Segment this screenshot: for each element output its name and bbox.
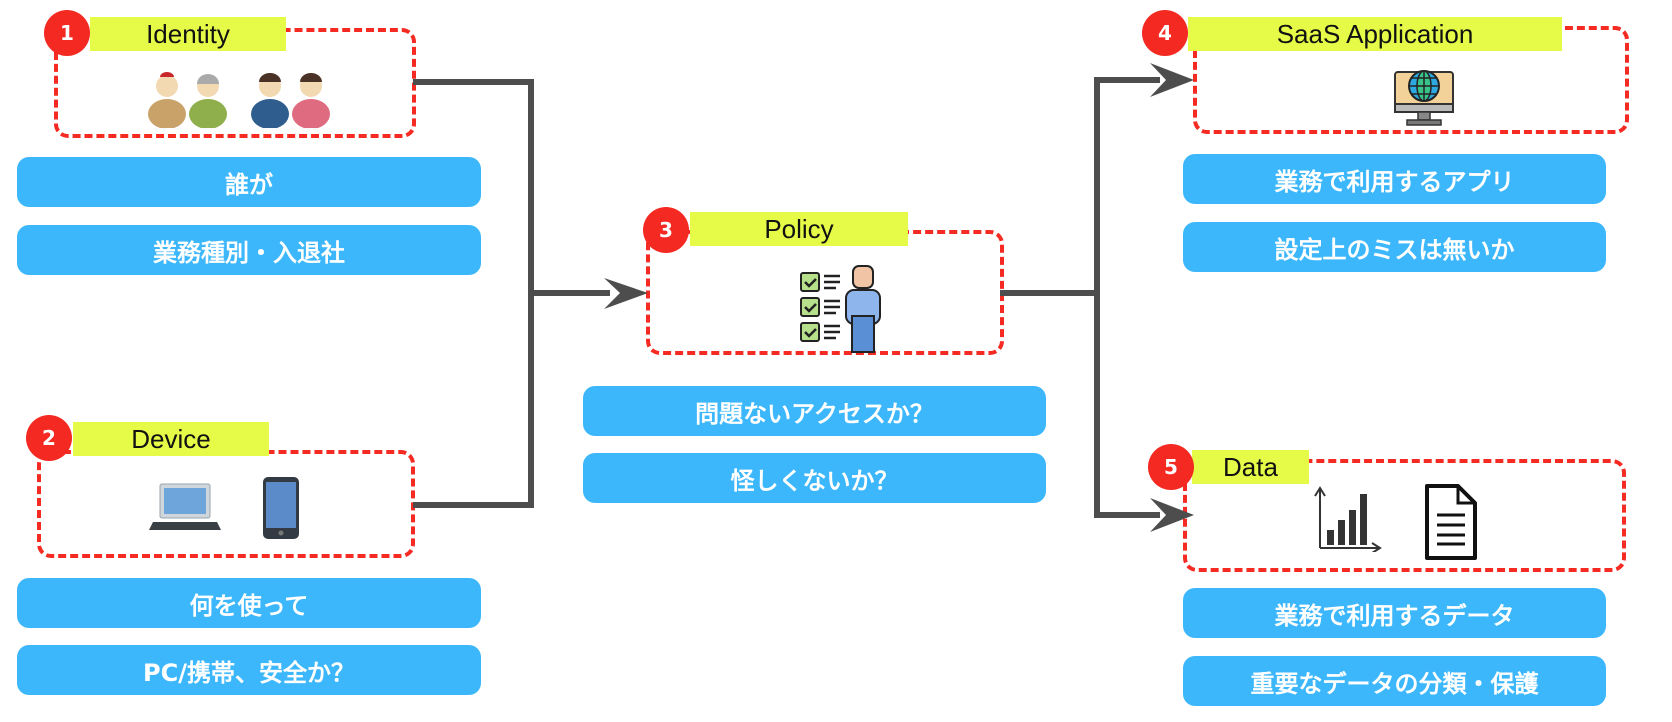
data-note-2: 重要なデータの分類・保護 xyxy=(1183,656,1606,706)
document-icon xyxy=(1425,484,1477,560)
identity-title: Identity xyxy=(90,17,286,51)
identity-number-badge: 1 xyxy=(44,10,90,56)
policy-note-2: 怪しくないか？ xyxy=(583,453,1046,503)
saas-note-2: 設定上のミスは無いか xyxy=(1183,222,1606,272)
saas-note-1: 業務で利用するアプリ xyxy=(1183,154,1606,204)
person-man-icon xyxy=(251,73,289,128)
arrow-head-data xyxy=(1150,498,1194,532)
people-icon xyxy=(148,72,330,128)
edge-policy-saas xyxy=(1094,77,1160,293)
person-elderly-woman-icon xyxy=(189,74,227,128)
laptop-icon xyxy=(149,483,221,530)
arrow-head-saas xyxy=(1150,63,1194,97)
data-title: Data xyxy=(1192,450,1309,484)
edge-policy-data xyxy=(1094,293,1160,518)
bar-chart-icon xyxy=(1314,486,1382,552)
identity-note-1: 誰が xyxy=(17,157,481,207)
smartphone-icon xyxy=(263,477,299,539)
edge-device-policy xyxy=(413,293,534,508)
arrow-head-policy xyxy=(604,278,648,309)
policy-note-1: 問題ないアクセスか？ xyxy=(583,386,1046,436)
checklist-person-icon xyxy=(800,265,881,353)
device-title: Device xyxy=(73,422,269,456)
device-number-badge: 2 xyxy=(26,415,72,461)
person-elderly-man-icon xyxy=(148,72,186,128)
edge-identity-policy xyxy=(413,79,534,293)
data-note-1: 業務で利用するデータ xyxy=(1183,588,1606,638)
policy-number-badge: 3 xyxy=(643,207,689,253)
device-note-2: PC/携帯、安全か？ xyxy=(17,645,481,695)
person-woman-icon xyxy=(292,73,330,128)
identity-note-2: 業務種別・入退社 xyxy=(17,225,481,275)
globe-monitor-icon xyxy=(1394,70,1454,126)
device-note-1: 何を使って xyxy=(17,578,481,628)
data-number-badge: 5 xyxy=(1148,444,1194,490)
saas-title: SaaS Application xyxy=(1188,17,1562,51)
saas-number-badge: 4 xyxy=(1142,10,1188,56)
policy-title: Policy xyxy=(690,212,908,246)
